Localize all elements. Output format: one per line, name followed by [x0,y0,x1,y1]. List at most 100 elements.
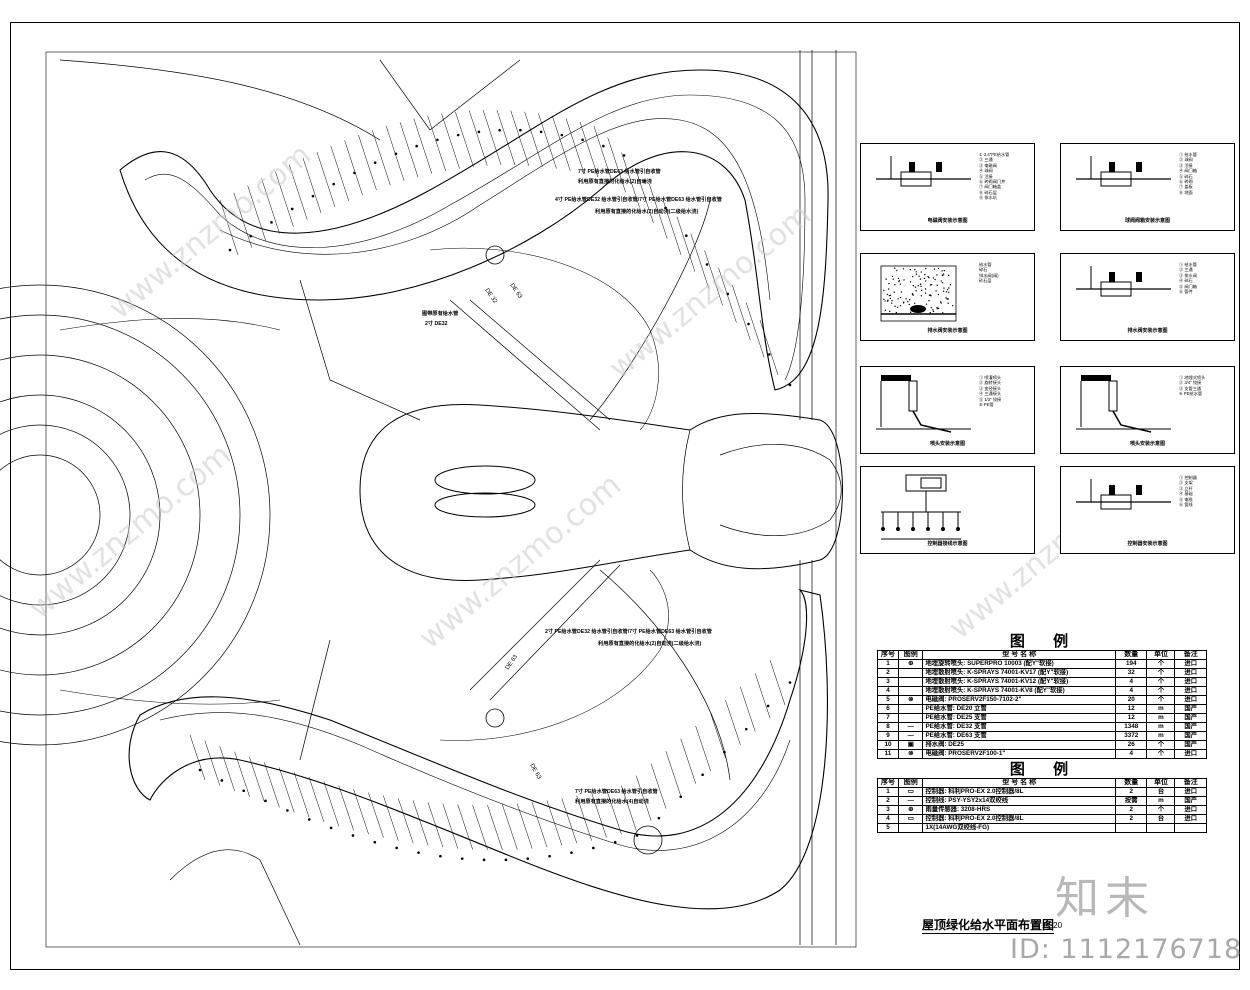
legend-cell: 2 [1115,806,1147,815]
legend-cell: 排水阀: DE25 [923,741,1116,750]
legend-cell: 国产 [1175,732,1207,741]
legend-header: 序号 [878,651,899,660]
legend-cell: 2 [878,797,899,806]
watermark-url: www.znzmo.com [23,438,238,627]
legend-cell: 10 [878,741,899,750]
legend-cell: 1 [878,788,899,797]
plan-note: 2寸 DE32 [425,320,448,327]
hatch-line [331,146,349,201]
hatch-line [760,320,778,375]
hatch-line [755,673,770,718]
legend-cell: 进口 [1175,788,1207,797]
legend-cell: — [898,732,922,741]
hatch-line [413,800,428,845]
detail-legend: ① 3.4"PE给水管② 三通③ 电磁阀④ 球阀⑤ 活接⑥ 砖砌阀门井⑦ 阀门箱… [979,152,1009,201]
legend-cell: 3 [878,806,899,815]
sprinkler-head [374,841,377,844]
legend-cell: 12 [1115,705,1147,714]
legend-cell: 个 [1147,806,1175,815]
detail-item: ④ PE给水管 [1179,391,1205,396]
sprinkler-head [706,263,709,266]
sprinkler-head [352,834,355,837]
sprinkler-head [395,152,398,155]
detail-item: ④ 阀门箱 [1179,168,1197,173]
sprinkler-head [229,249,232,252]
sprinkler-head [374,161,377,164]
hatch-line [190,735,205,780]
legend-cell [898,824,922,833]
legend-cell [898,705,922,714]
legend-cell: 2 [878,669,899,678]
detail-legend: 给水管碎石排水阀(阀)砂石层 [979,262,999,284]
legend-cell: PE给水管: DE63 支管 [923,732,1116,741]
detail-drawing: ① 地埋式喷头② 3/4" 铰接③ 支管三通④ PE给水管喷头安装示意图 [1060,366,1235,454]
detail-legend: ① 给水管② 球阀③ 活接④ 阀门箱⑤ 碎石⑥ 砖砌⑦ 盖板⑧ 地面 [1179,152,1197,195]
sprinkler-head [221,779,224,782]
legend-cell: 控制器: 科利PRO-EX 2.0控制器/8L [923,788,1116,797]
plan-note: 利用原有直接的化给水(2)自动浇(二级给水浇) [595,208,698,215]
legend-cell: 台 [1147,815,1175,824]
hatch-line [220,746,235,791]
plan-note: 7寸 PE给水管DE63 给水管引自收管 [578,168,661,175]
hatch-line [651,764,666,809]
hatch-line [469,111,487,166]
table-row: 2地埋散射喷头: K-SPRAYS 74001-KV17 (配Y"软接)32个进… [878,669,1207,678]
legend-cell [898,669,922,678]
legend-cell: ⊗ [898,750,922,759]
detail-item: 砂石层 [979,278,999,283]
legend-title: 图 例 [970,630,1120,651]
legend-cell: 地埋散射喷头: K-SPRAYS 74001-KV8 (配Y"软接) [923,687,1116,696]
sprinkler-head [395,847,398,850]
legend-cell [898,687,922,696]
legend-cell: 控制线: PSY-YSY2x14双绞线 [923,797,1116,806]
hatch-line [517,804,532,849]
plan-note: 利用原有直接的化给水(2)自动浇(二级给水浇) [598,640,701,647]
legend-cell: 雨量传感器: 3208-HRS [923,806,1116,815]
legend-cell: 国产 [1175,705,1207,714]
hatch-line [354,789,369,834]
legend-cell: 进口 [1175,669,1207,678]
sprinkler-head [623,154,626,157]
detail-drawing: 给水管碎石排水阀(阀)砂石层排水阀安装示意图 [860,253,1035,341]
sprinkler-head [457,134,460,137]
table-row: 51X(14AWG双绞线-FG) [878,824,1207,833]
legend-cell: 26 [1115,741,1147,750]
sprinkler-head [478,131,481,134]
legend-cell: 4 [878,687,899,696]
legend-cell: ▣ [898,741,922,750]
table-row: 7PE给水管: DE25 支管12m国产 [878,714,1207,723]
legend-cell: 6 [878,705,899,714]
legend-cell: — [898,797,922,806]
detail-caption: 控制器安装示意图 [1061,540,1234,547]
hatch-line [205,741,220,786]
sprinkler-head [249,235,252,238]
hatch-line [511,111,529,166]
sprinkler-head [768,353,771,356]
table-row: 4地埋散射喷头: K-SPRAYS 74001-KV8 (配Y"软接)4个进口 [878,687,1207,696]
plan-note: 利用原有直接的化给水(4)自动浇 [575,798,649,805]
sprinkler-head [286,809,289,812]
sprinkler-head [505,859,508,862]
sprinkler-head [461,857,464,860]
hatch-line [497,110,515,165]
detail-item: ⑨ 排水坑 [979,195,1009,200]
sprinkler-head [540,131,543,134]
legend-cell: m [1147,797,1175,806]
legend-cell: 个 [1147,669,1175,678]
hatch-line [372,130,390,185]
legend-cell: 进口 [1175,696,1207,705]
sprinkler-head [415,145,418,148]
hatch-line [552,116,570,171]
legend-cell: 1348 [1115,723,1147,732]
sprinkler-head [439,855,442,858]
plan-title: 屋顶绿化给水平面布置图 [922,916,1054,934]
table-row: 3⊕雨量传感器: 3208-HRS2个进口 [878,806,1207,815]
detail-caption: 排水阀安装示意图 [1061,327,1234,334]
hatch-line [317,152,335,207]
legend-cell: 4 [878,815,899,824]
detail-drawing: ① 控制器② 支架③ 立杆④ 基础⑤ 电缆⑥ 管线控制器安装示意图 [1060,466,1235,554]
legend-cell: 8 [878,723,899,732]
legend-cell: 个 [1147,660,1175,669]
legend-cell: 1 [878,660,899,669]
legend-header: 图例 [898,779,922,788]
